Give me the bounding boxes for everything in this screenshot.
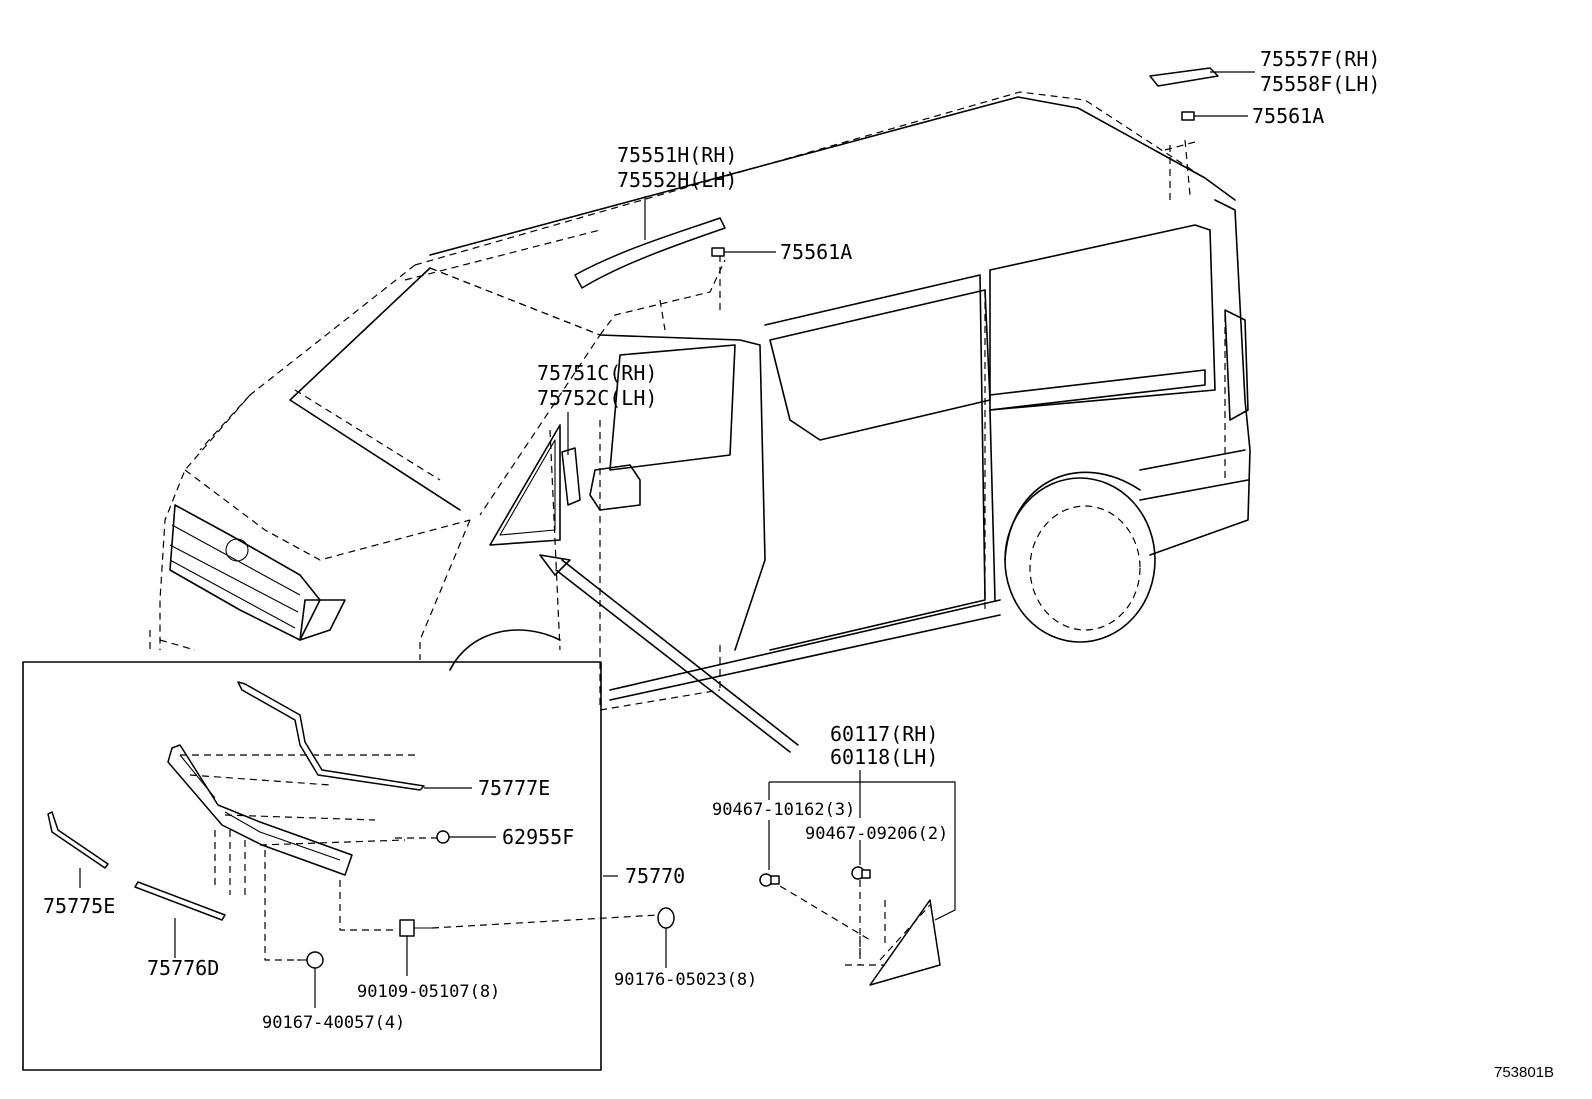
grille-inset-parts	[47, 681, 675, 969]
part-75770-grille[interactable]	[167, 744, 353, 876]
part-60117-triangle-cover[interactable]	[869, 899, 941, 986]
label-62955f: 62955F	[502, 825, 574, 849]
bolt-90109-05107[interactable]	[399, 914, 659, 937]
clip-90176-05023[interactable]	[657, 907, 675, 929]
label-75770: 75770	[625, 864, 685, 888]
label-90176-05023: 90176-05023(8)	[614, 970, 757, 990]
label-75752c: 75752C(LH)	[537, 386, 657, 410]
screw-90167-40057[interactable]	[297, 951, 324, 969]
label-90109-05107: 90109-05107(8)	[357, 982, 500, 1002]
part-75776d-strip[interactable]	[134, 881, 226, 921]
label-75777e: 75777E	[478, 776, 550, 800]
van-illustration	[149, 91, 1251, 711]
label-60117: 60117(RH)	[830, 722, 938, 746]
label-90467-09206: 90467-09206(2)	[805, 824, 948, 844]
label-75551h: 75551H(RH)	[617, 143, 737, 167]
label-75552h: 75552H(LH)	[617, 168, 737, 192]
label-90167-40057: 90167-40057(4)	[262, 1013, 405, 1033]
part-75775e-strip[interactable]	[47, 811, 109, 869]
quarter-window-parts	[759, 866, 941, 986]
part-75557f-rear-trim[interactable]	[1149, 67, 1219, 87]
label-90467-10162: 90467-10162(3)	[712, 800, 855, 820]
roof-parts	[574, 67, 1219, 289]
grille-detail-inset	[22, 661, 602, 1071]
screw-90467-10162[interactable]	[759, 873, 780, 887]
part-62955f-clip[interactable]	[395, 830, 450, 844]
callout-labels: 75557F(RH) 75558F(LH) 75561A 75551H(RH) …	[43, 47, 1554, 1081]
part-75561a-clip-front[interactable]	[711, 247, 725, 257]
label-75561a-rear: 75561A	[1252, 104, 1324, 128]
part-75551h-roof-molding[interactable]	[574, 217, 726, 289]
label-75557f: 75557F(RH)	[1260, 47, 1380, 71]
label-60118: 60118(LH)	[830, 745, 938, 769]
label-75775e: 75775E	[43, 894, 115, 918]
label-75776d: 75776D	[147, 956, 219, 980]
label-75751c: 75751C(RH)	[537, 361, 657, 385]
part-75777e-molding[interactable]	[237, 681, 425, 791]
leader-lines	[79, 71, 1255, 1008]
screw-90467-09206[interactable]	[851, 866, 871, 880]
part-75561a-clip-rear[interactable]	[1181, 111, 1195, 121]
location-arrow	[539, 554, 799, 753]
diagram-reference-code: 753801B	[1494, 1064, 1554, 1081]
label-75558f: 75558F(LH)	[1260, 72, 1380, 96]
label-75561a-front: 75561A	[780, 240, 852, 264]
